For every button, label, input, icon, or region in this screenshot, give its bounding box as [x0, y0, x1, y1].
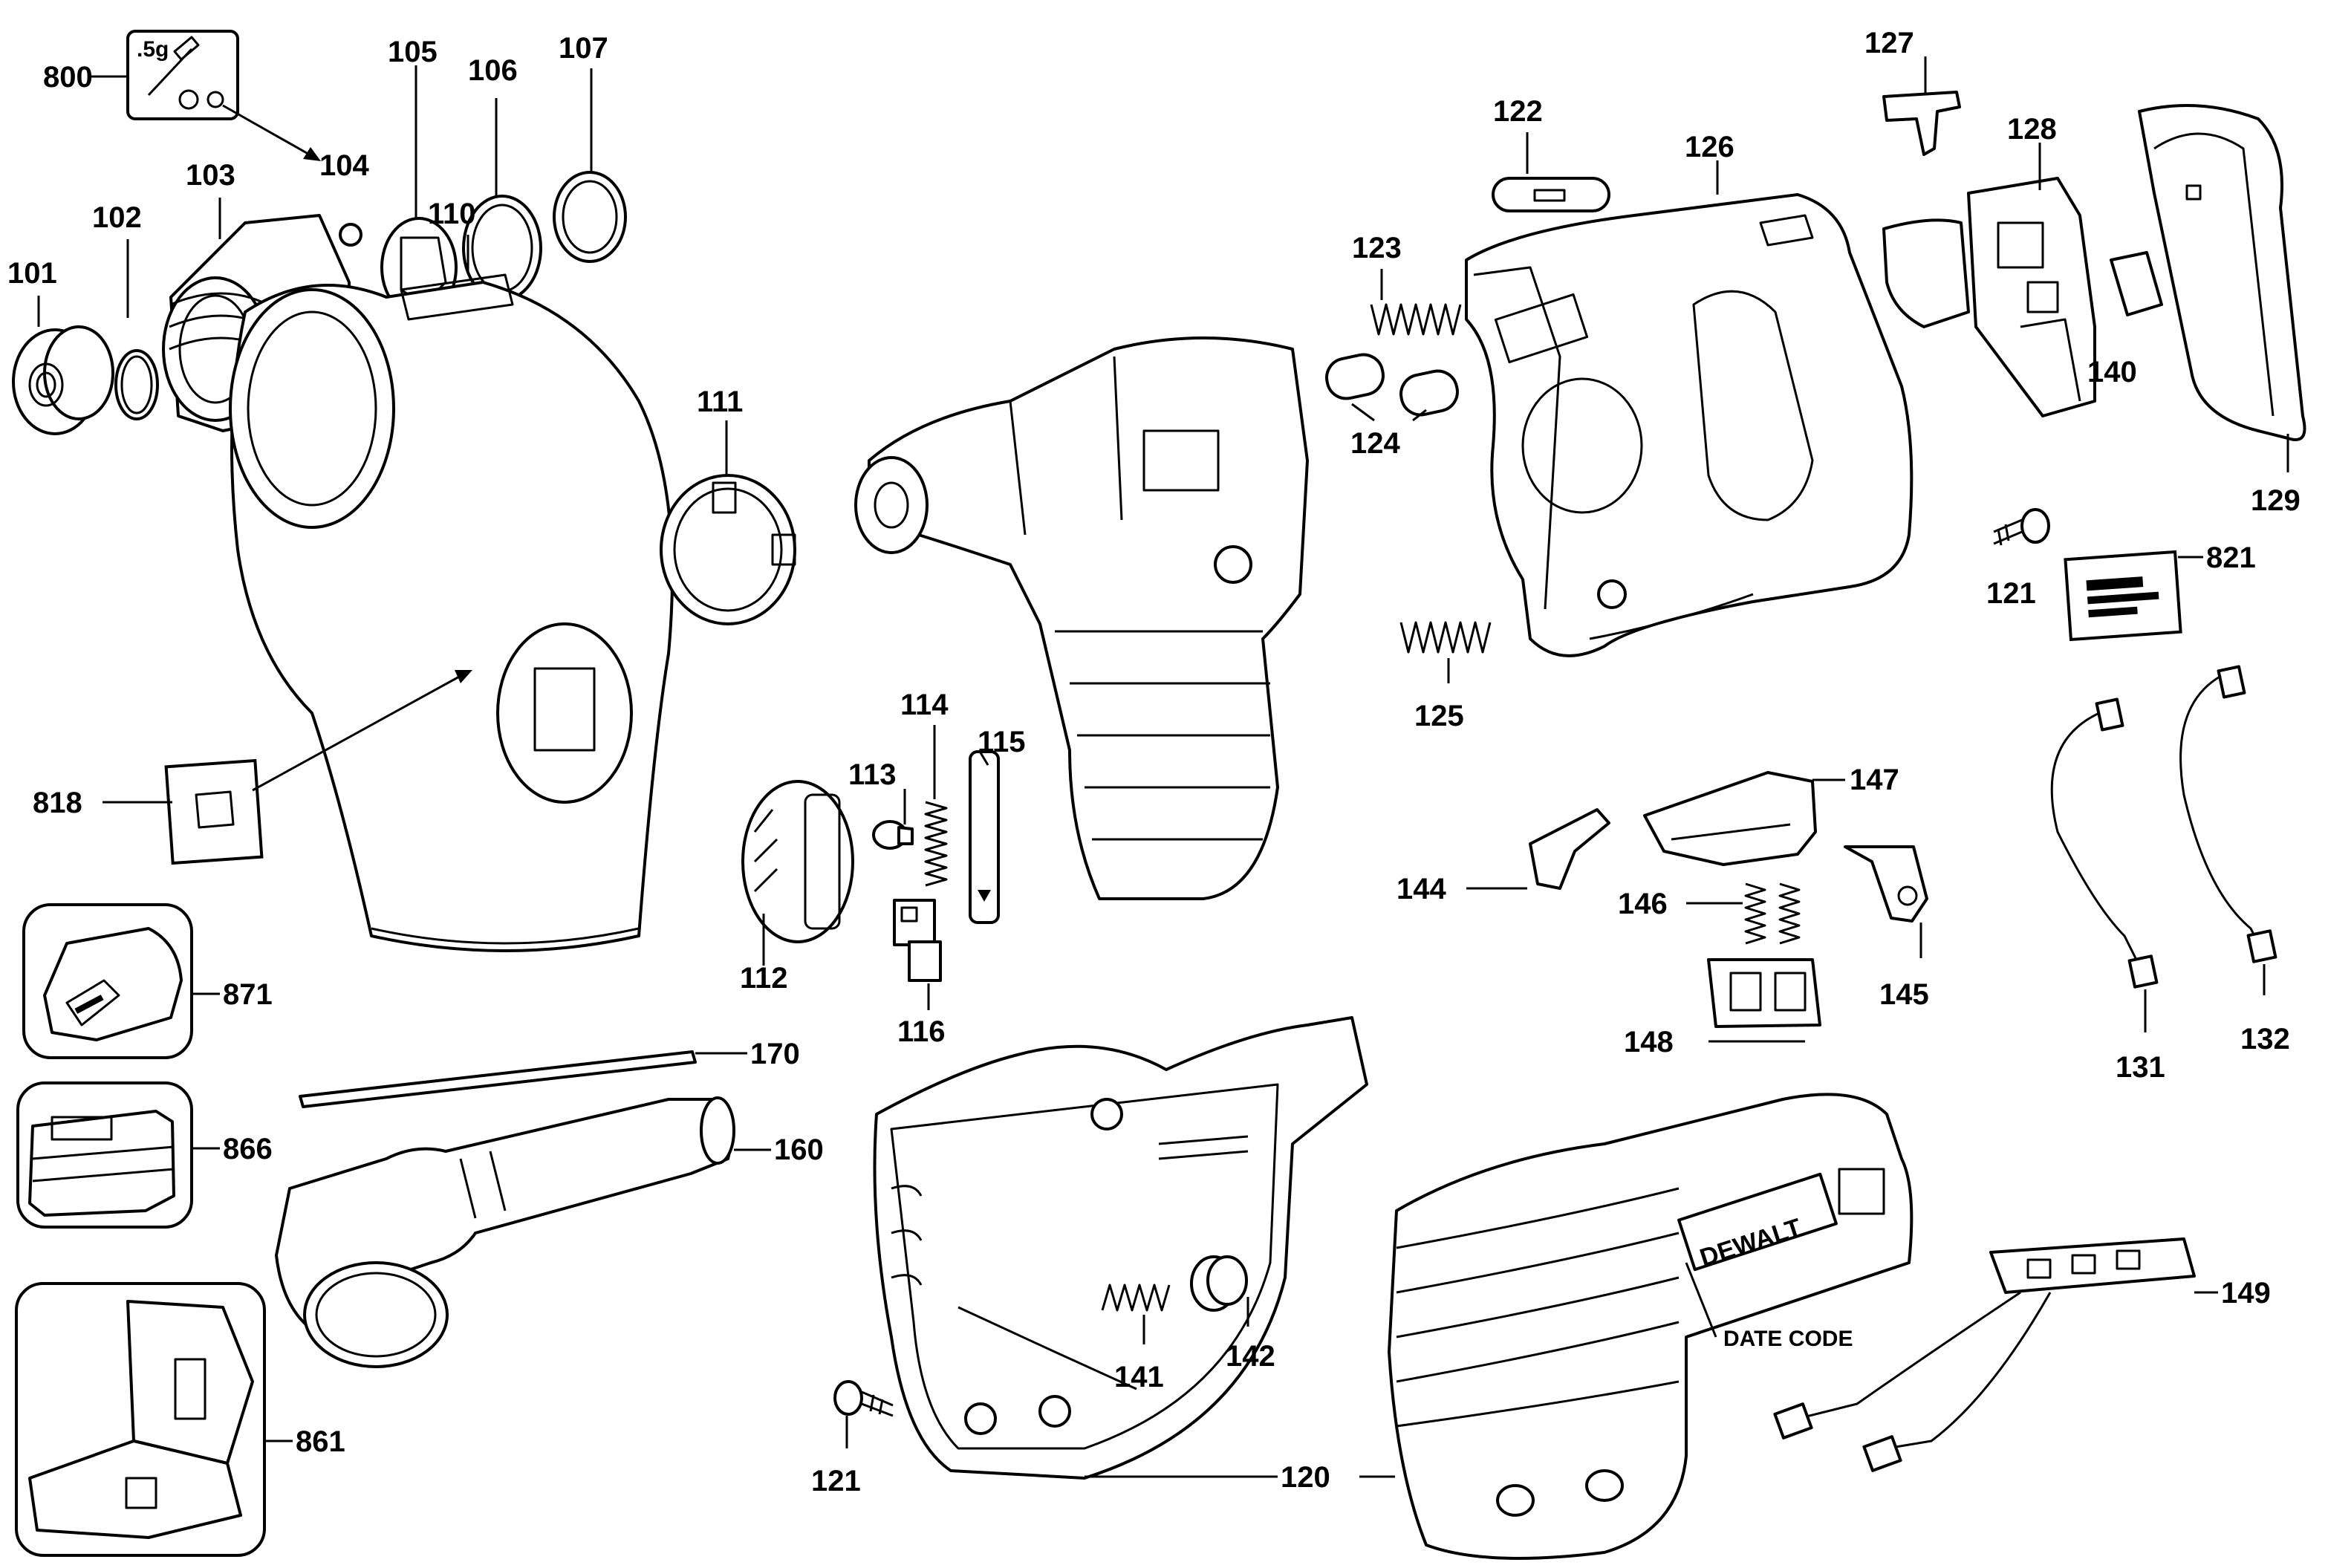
part-160-side-handle	[275, 1096, 735, 1368]
part-111-clutch-ring	[660, 474, 796, 625]
part-120-motor-housing	[873, 1016, 1368, 1480]
label-124: 124	[1350, 427, 1400, 460]
part-102-ring	[114, 349, 159, 420]
label-131: 131	[2116, 1051, 2165, 1084]
part-800-grease-kit: .5g	[88, 30, 321, 161]
part-129-handle-cover	[2138, 104, 2306, 441]
label-103: 103	[186, 159, 235, 192]
part-148-slide-block	[1707, 958, 1821, 1028]
part-142-bushing	[1190, 1255, 1248, 1312]
part-131-lead-wire	[2050, 697, 2159, 989]
part-122-brush	[1492, 177, 1610, 212]
label-121-upper: 121	[1986, 577, 2036, 610]
part-123-spring	[1370, 303, 1462, 336]
label-128: 128	[2007, 113, 2057, 146]
part-144-lever	[1529, 808, 1610, 890]
part-116-actuator	[893, 899, 942, 982]
label-104: 104	[319, 149, 369, 182]
part-120-motor-housing-right	[1388, 1093, 1914, 1560]
part-146-springs	[1744, 882, 1801, 945]
part-121-screw-upper	[1993, 508, 2050, 546]
part-115-indicator	[969, 750, 1000, 924]
label-129: 129	[2251, 484, 2301, 517]
label-114: 114	[900, 689, 949, 721]
part-821-nameplate	[2064, 550, 2182, 642]
label-125: 125	[1414, 700, 1464, 732]
label-102: 102	[92, 201, 142, 234]
label-821: 821	[2206, 541, 2256, 574]
label-818: 818	[33, 787, 82, 819]
part-107-washer	[553, 171, 627, 263]
label-110: 110	[428, 198, 476, 230]
label-106: 106	[468, 54, 518, 87]
part-871-charger	[22, 903, 193, 1059]
part-132-lead-wire	[2179, 665, 2277, 963]
grease-weight-label: .5g	[137, 37, 169, 62]
label-123: 123	[1352, 232, 1402, 264]
part-866-battery	[16, 1081, 193, 1229]
part-818-warning-label	[103, 670, 472, 865]
part-101-cap	[12, 325, 114, 435]
part-147-cover	[1643, 771, 1817, 866]
label-140: 140	[2087, 356, 2137, 388]
part-112-selector-knob	[741, 780, 854, 943]
part-149-switch-board	[1773, 1237, 2196, 1472]
label-122: 122	[1493, 95, 1543, 128]
label-147: 147	[1850, 764, 1899, 796]
part-124-bushings	[1325, 353, 1459, 417]
label-107: 107	[559, 32, 608, 65]
label-132: 132	[2240, 1023, 2290, 1055]
label-148: 148	[1624, 1026, 1674, 1058]
label-111: 111	[697, 386, 743, 418]
label-170: 170	[750, 1038, 800, 1070]
label-121-lower: 121	[811, 1465, 861, 1497]
label-120: 120	[1281, 1461, 1330, 1494]
label-126: 126	[1685, 131, 1734, 163]
label-127: 127	[1864, 27, 1914, 59]
label-105: 105	[388, 36, 438, 68]
label-101: 101	[7, 257, 57, 290]
part-141-spring	[1101, 1284, 1171, 1312]
label-861: 861	[296, 1425, 345, 1458]
part-140-block	[2110, 251, 2163, 316]
part-121-screw-lower	[833, 1380, 894, 1417]
label-141: 141	[1114, 1361, 1164, 1393]
motor-gear-assembly	[854, 336, 1309, 900]
part-170-depth-rod	[299, 1050, 697, 1108]
label-116: 116	[897, 1015, 946, 1048]
part-125-spring	[1399, 621, 1492, 654]
part-114-spring	[924, 801, 948, 887]
label-800: 800	[43, 61, 93, 94]
label-115: 115	[978, 726, 1026, 758]
part-126-handle-housing	[1465, 193, 1914, 657]
part-104-ball	[339, 223, 362, 247]
part-110-front-housing	[229, 273, 674, 952]
label-142: 142	[1226, 1340, 1275, 1373]
label-144: 144	[1397, 873, 1446, 905]
label-149: 149	[2221, 1277, 2271, 1310]
label-112: 112	[740, 962, 788, 995]
part-861-kit-box	[15, 1282, 266, 1557]
part-127-clip	[1882, 91, 1961, 156]
label-871: 871	[223, 978, 273, 1011]
label-146: 146	[1618, 888, 1668, 920]
label-113: 113	[848, 758, 897, 791]
label-160: 160	[774, 1133, 824, 1166]
date-code-label: DATE CODE	[1723, 1327, 1853, 1351]
label-866: 866	[223, 1133, 273, 1165]
label-145: 145	[1879, 978, 1929, 1011]
part-145-lever	[1844, 845, 1928, 923]
part-113-pin	[872, 820, 914, 850]
part-128-switch	[1882, 177, 2096, 417]
